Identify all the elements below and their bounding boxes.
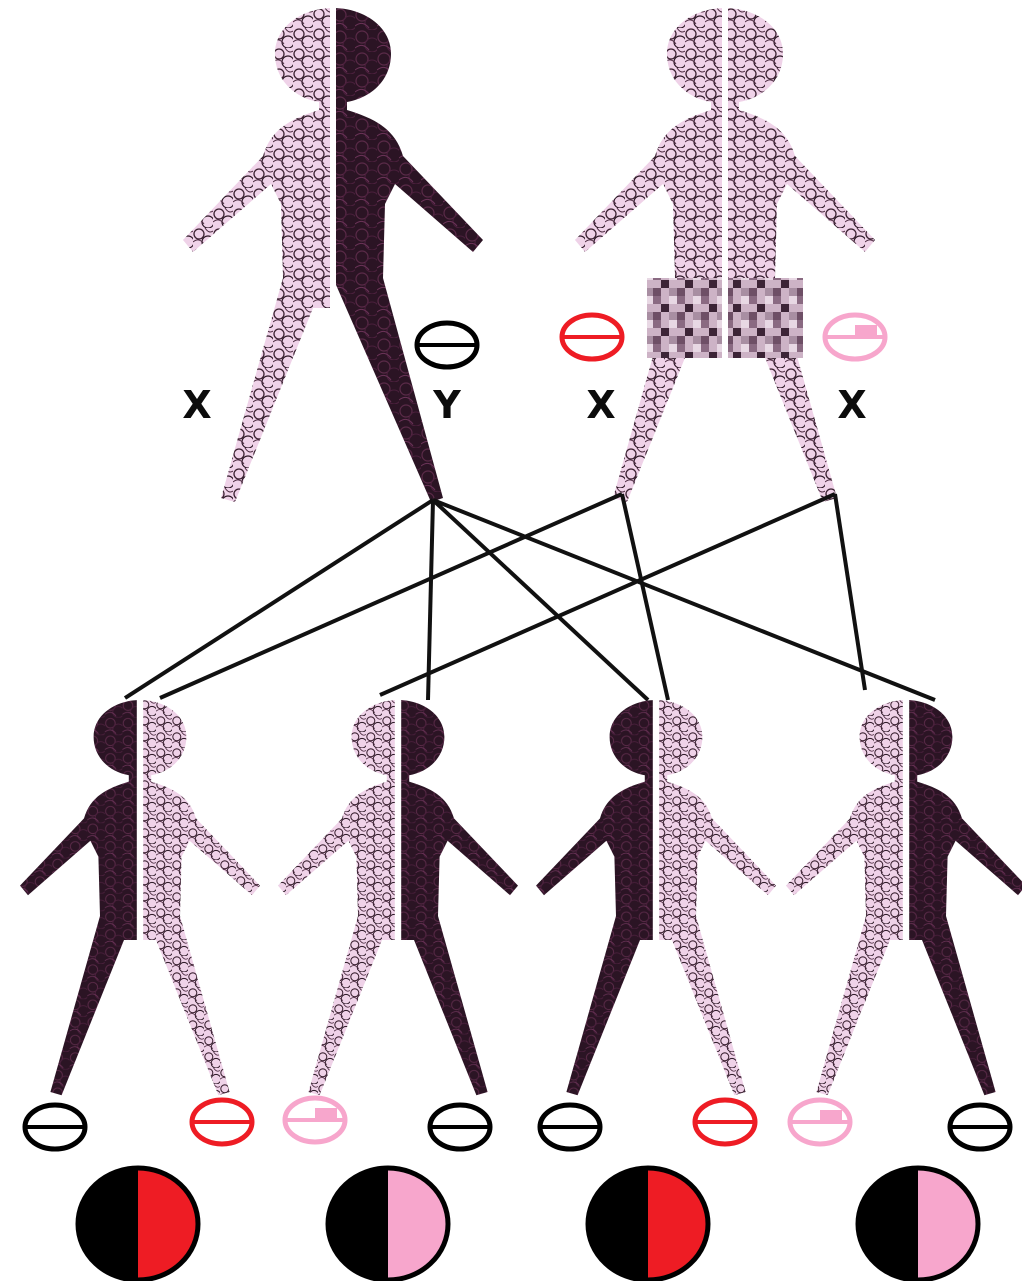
- father-y-label: Y: [432, 383, 461, 427]
- offspring-2-right-half: [398, 700, 518, 1096]
- mother-figure: [575, 8, 875, 502]
- line-mother-x1-to-child3: [620, 493, 670, 701]
- father-right-half: [333, 8, 483, 502]
- offspring-1-left-half: [19, 700, 140, 1096]
- offspring-2: [278, 700, 518, 1096]
- father-y-allele-icon: [417, 323, 477, 367]
- offspring-4-divider: [902, 700, 910, 940]
- offspring-4-right-half: [906, 700, 1022, 1096]
- offspring-1-divider: [136, 700, 144, 940]
- offspring-1-x-allele-icon: [192, 1100, 252, 1144]
- result-circle-1: [75, 1165, 201, 1281]
- line-mother-x1-to-child1: [159, 492, 623, 700]
- line-father-to-child2: [426, 499, 435, 701]
- offspring-4-y-allele-icon: [950, 1105, 1010, 1149]
- father-left-half: [183, 8, 333, 502]
- mother-x2-allele-icon: [825, 315, 885, 359]
- offspring-1-right-half: [140, 700, 260, 1096]
- father-figure: [183, 8, 483, 502]
- father-x-label: X: [182, 383, 211, 427]
- offspring-2-y-allele-icon: [430, 1105, 490, 1149]
- offspring-2-x-allele-icon: [285, 1098, 345, 1142]
- line-mother-x2-to-child2: [379, 492, 836, 697]
- line-father-to-child1: [123, 498, 435, 700]
- line-father-to-child3: [431, 498, 650, 702]
- offspring-4: [786, 700, 1022, 1096]
- mother-x2-label: X: [837, 383, 866, 427]
- offspring-2-divider: [394, 700, 402, 940]
- offspring-1: [19, 700, 260, 1096]
- offspring-3-left-half: [536, 700, 656, 1096]
- offspring-3: [536, 700, 776, 1096]
- result-circle-4: [855, 1165, 981, 1281]
- father-divider: [330, 8, 336, 308]
- inheritance-lines: [123, 492, 936, 702]
- offspring-3-divider: [652, 700, 660, 940]
- mother-divider: [722, 8, 728, 358]
- result-circle-3: [585, 1165, 711, 1281]
- mother-x1-label: X: [586, 383, 615, 427]
- line-mother-x2-to-child4: [833, 493, 867, 691]
- offspring-4-x-allele-icon: [790, 1100, 850, 1144]
- line-father-to-child4: [432, 498, 936, 702]
- mother-right-half: [725, 8, 875, 502]
- offspring-1-y-allele-icon: [25, 1105, 85, 1149]
- offspring-3-right-half: [656, 700, 776, 1096]
- offspring-4-left-half: [786, 700, 906, 1096]
- result-circle-2: [325, 1165, 451, 1281]
- mother-x1-allele-icon: [562, 315, 622, 359]
- offspring-3-y-allele-icon: [540, 1105, 600, 1149]
- mother-left-half: [575, 8, 725, 502]
- offspring-3-x-allele-icon: [695, 1100, 755, 1144]
- offspring-2-left-half: [278, 700, 398, 1096]
